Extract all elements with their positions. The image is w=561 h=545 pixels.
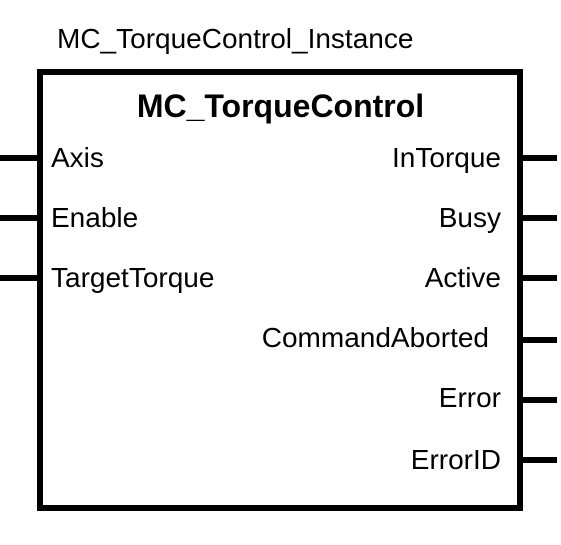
output-pin-line-error (523, 397, 557, 403)
input-label-enable: Enable (51, 202, 139, 233)
output-pin-line-errorid (523, 457, 557, 463)
input-label-targettorque: TargetTorque (51, 262, 215, 293)
input-pin-line-enable (0, 215, 37, 221)
output-label-busy: Busy (438, 202, 501, 233)
function-block-box (37, 69, 523, 511)
output-label-intorque: InTorque (392, 142, 501, 173)
output-label-commandaborted: CommandAborted (261, 322, 489, 353)
input-pin-line-targettorque (0, 275, 37, 281)
output-label-active: Active (424, 262, 501, 293)
output-label-error: Error (438, 382, 501, 413)
instance-name: MC_TorqueControl_Instance (57, 23, 414, 54)
output-label-errorid: ErrorID (410, 444, 501, 475)
input-pin-line-axis (0, 155, 37, 161)
output-pin-line-busy (523, 215, 557, 221)
input-label-axis: Axis (51, 142, 104, 173)
output-pin-line-intorque (523, 155, 557, 161)
output-pin-line-active (523, 275, 557, 281)
block-title: MC_TorqueControl (136, 88, 425, 124)
output-pin-line-commandaborted (523, 337, 557, 343)
